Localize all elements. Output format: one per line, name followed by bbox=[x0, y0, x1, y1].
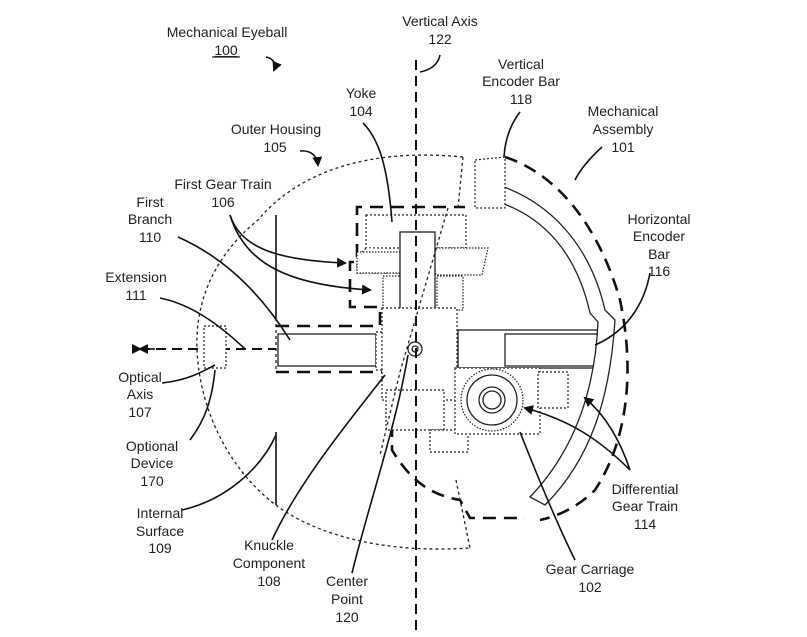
label-text: Mechanical bbox=[588, 103, 659, 119]
label-text: Yoke bbox=[346, 85, 377, 101]
label-text: Encoder bbox=[633, 228, 685, 244]
label-ref: 170 bbox=[140, 473, 164, 489]
label-text: Component bbox=[233, 555, 305, 571]
label-text: Device bbox=[131, 455, 174, 471]
label-ref: 101 bbox=[611, 139, 635, 155]
label-text: Gear Carriage bbox=[546, 561, 635, 577]
horizontal-encoder-bar bbox=[458, 330, 608, 368]
label-yoke: Yoke 104 bbox=[346, 85, 377, 119]
label-text: Point bbox=[331, 591, 363, 607]
label-extension: Extension 111 bbox=[105, 269, 166, 303]
gear-carriage bbox=[455, 368, 568, 434]
label-ref: 118 bbox=[510, 91, 533, 107]
label-text: First bbox=[136, 194, 163, 210]
label-text: Internal bbox=[137, 505, 184, 521]
label-text: Horizontal bbox=[627, 211, 690, 227]
optional-device bbox=[204, 326, 226, 368]
label-text: Axis bbox=[127, 386, 153, 402]
differential-gear bbox=[461, 369, 523, 431]
label-gear-carriage: Gear Carriage 102 bbox=[546, 561, 635, 595]
label-ref: 120 bbox=[335, 609, 359, 625]
label-text: Gear Train bbox=[612, 498, 678, 514]
label-text: Mechanical Eyeball bbox=[167, 24, 288, 40]
label-vertical-axis: Vertical Axis 122 bbox=[402, 13, 477, 47]
label-text: Assembly bbox=[593, 121, 654, 137]
label-text: Differential bbox=[612, 481, 679, 497]
label-knuckle-component: Knuckle Component 108 bbox=[233, 537, 305, 589]
arrow-icon bbox=[266, 57, 275, 70]
label-ref: 114 bbox=[634, 516, 657, 532]
label-ref: 106 bbox=[211, 194, 235, 210]
label-horizontal-encoder-bar: Horizontal Encoder Bar 116 bbox=[627, 211, 690, 279]
label-text: Center bbox=[326, 573, 368, 589]
label-first-gear-train: First Gear Train 106 bbox=[174, 176, 271, 210]
first-branch bbox=[278, 332, 396, 370]
gear-icon bbox=[437, 276, 463, 310]
label-text: Optical bbox=[118, 369, 162, 385]
label-ref: 109 bbox=[148, 540, 172, 556]
arrow-icon bbox=[230, 215, 370, 290]
label-ref: 107 bbox=[128, 404, 152, 420]
label-internal-surface: Internal Surface 109 bbox=[136, 505, 184, 556]
label-text: Extension bbox=[105, 269, 166, 285]
extension-tube bbox=[278, 334, 376, 366]
label-ref: 100 bbox=[214, 42, 238, 58]
label-ref: 102 bbox=[578, 579, 602, 595]
label-text: Surface bbox=[136, 523, 184, 539]
label-text: Optional bbox=[126, 438, 178, 454]
label-optical-axis: Optical Axis 107 bbox=[118, 369, 162, 420]
label-text: Outer Housing bbox=[231, 121, 321, 137]
label-text: First Gear Train bbox=[174, 176, 271, 192]
arrow-icon bbox=[300, 151, 318, 165]
arrow-icon bbox=[230, 215, 345, 263]
label-ref: 110 bbox=[139, 229, 162, 245]
label-mechanical-eyeball: Mechanical Eyeball 100 bbox=[167, 24, 288, 58]
label-optional-device: Optional Device 170 bbox=[126, 438, 178, 489]
label-ref: 111 bbox=[125, 287, 146, 303]
label-text: Vertical bbox=[498, 56, 544, 72]
label-text: Branch bbox=[128, 211, 172, 227]
label-text: Knuckle bbox=[244, 537, 294, 553]
gear-icon bbox=[430, 248, 488, 275]
label-ref: 108 bbox=[257, 573, 281, 589]
label-outer-housing: Outer Housing 105 bbox=[231, 121, 321, 155]
label-text: Encoder Bar bbox=[482, 73, 560, 89]
label-text: Bar bbox=[648, 246, 670, 262]
label-differential-gear-train: Differential Gear Train 114 bbox=[612, 481, 679, 532]
label-vertical-encoder-bar: Vertical Encoder Bar 118 bbox=[482, 56, 560, 107]
label-ref: 105 bbox=[263, 139, 287, 155]
label-first-branch: First Branch 110 bbox=[128, 194, 172, 245]
label-ref: 122 bbox=[428, 31, 452, 47]
label-ref: 104 bbox=[349, 103, 373, 119]
gear-icon bbox=[357, 252, 404, 273]
label-mechanical-assembly: Mechanical Assembly 101 bbox=[588, 103, 659, 155]
label-ref: 116 bbox=[648, 263, 671, 279]
label-text: Vertical Axis bbox=[402, 13, 477, 29]
label-center-point: Center Point 120 bbox=[326, 573, 368, 625]
